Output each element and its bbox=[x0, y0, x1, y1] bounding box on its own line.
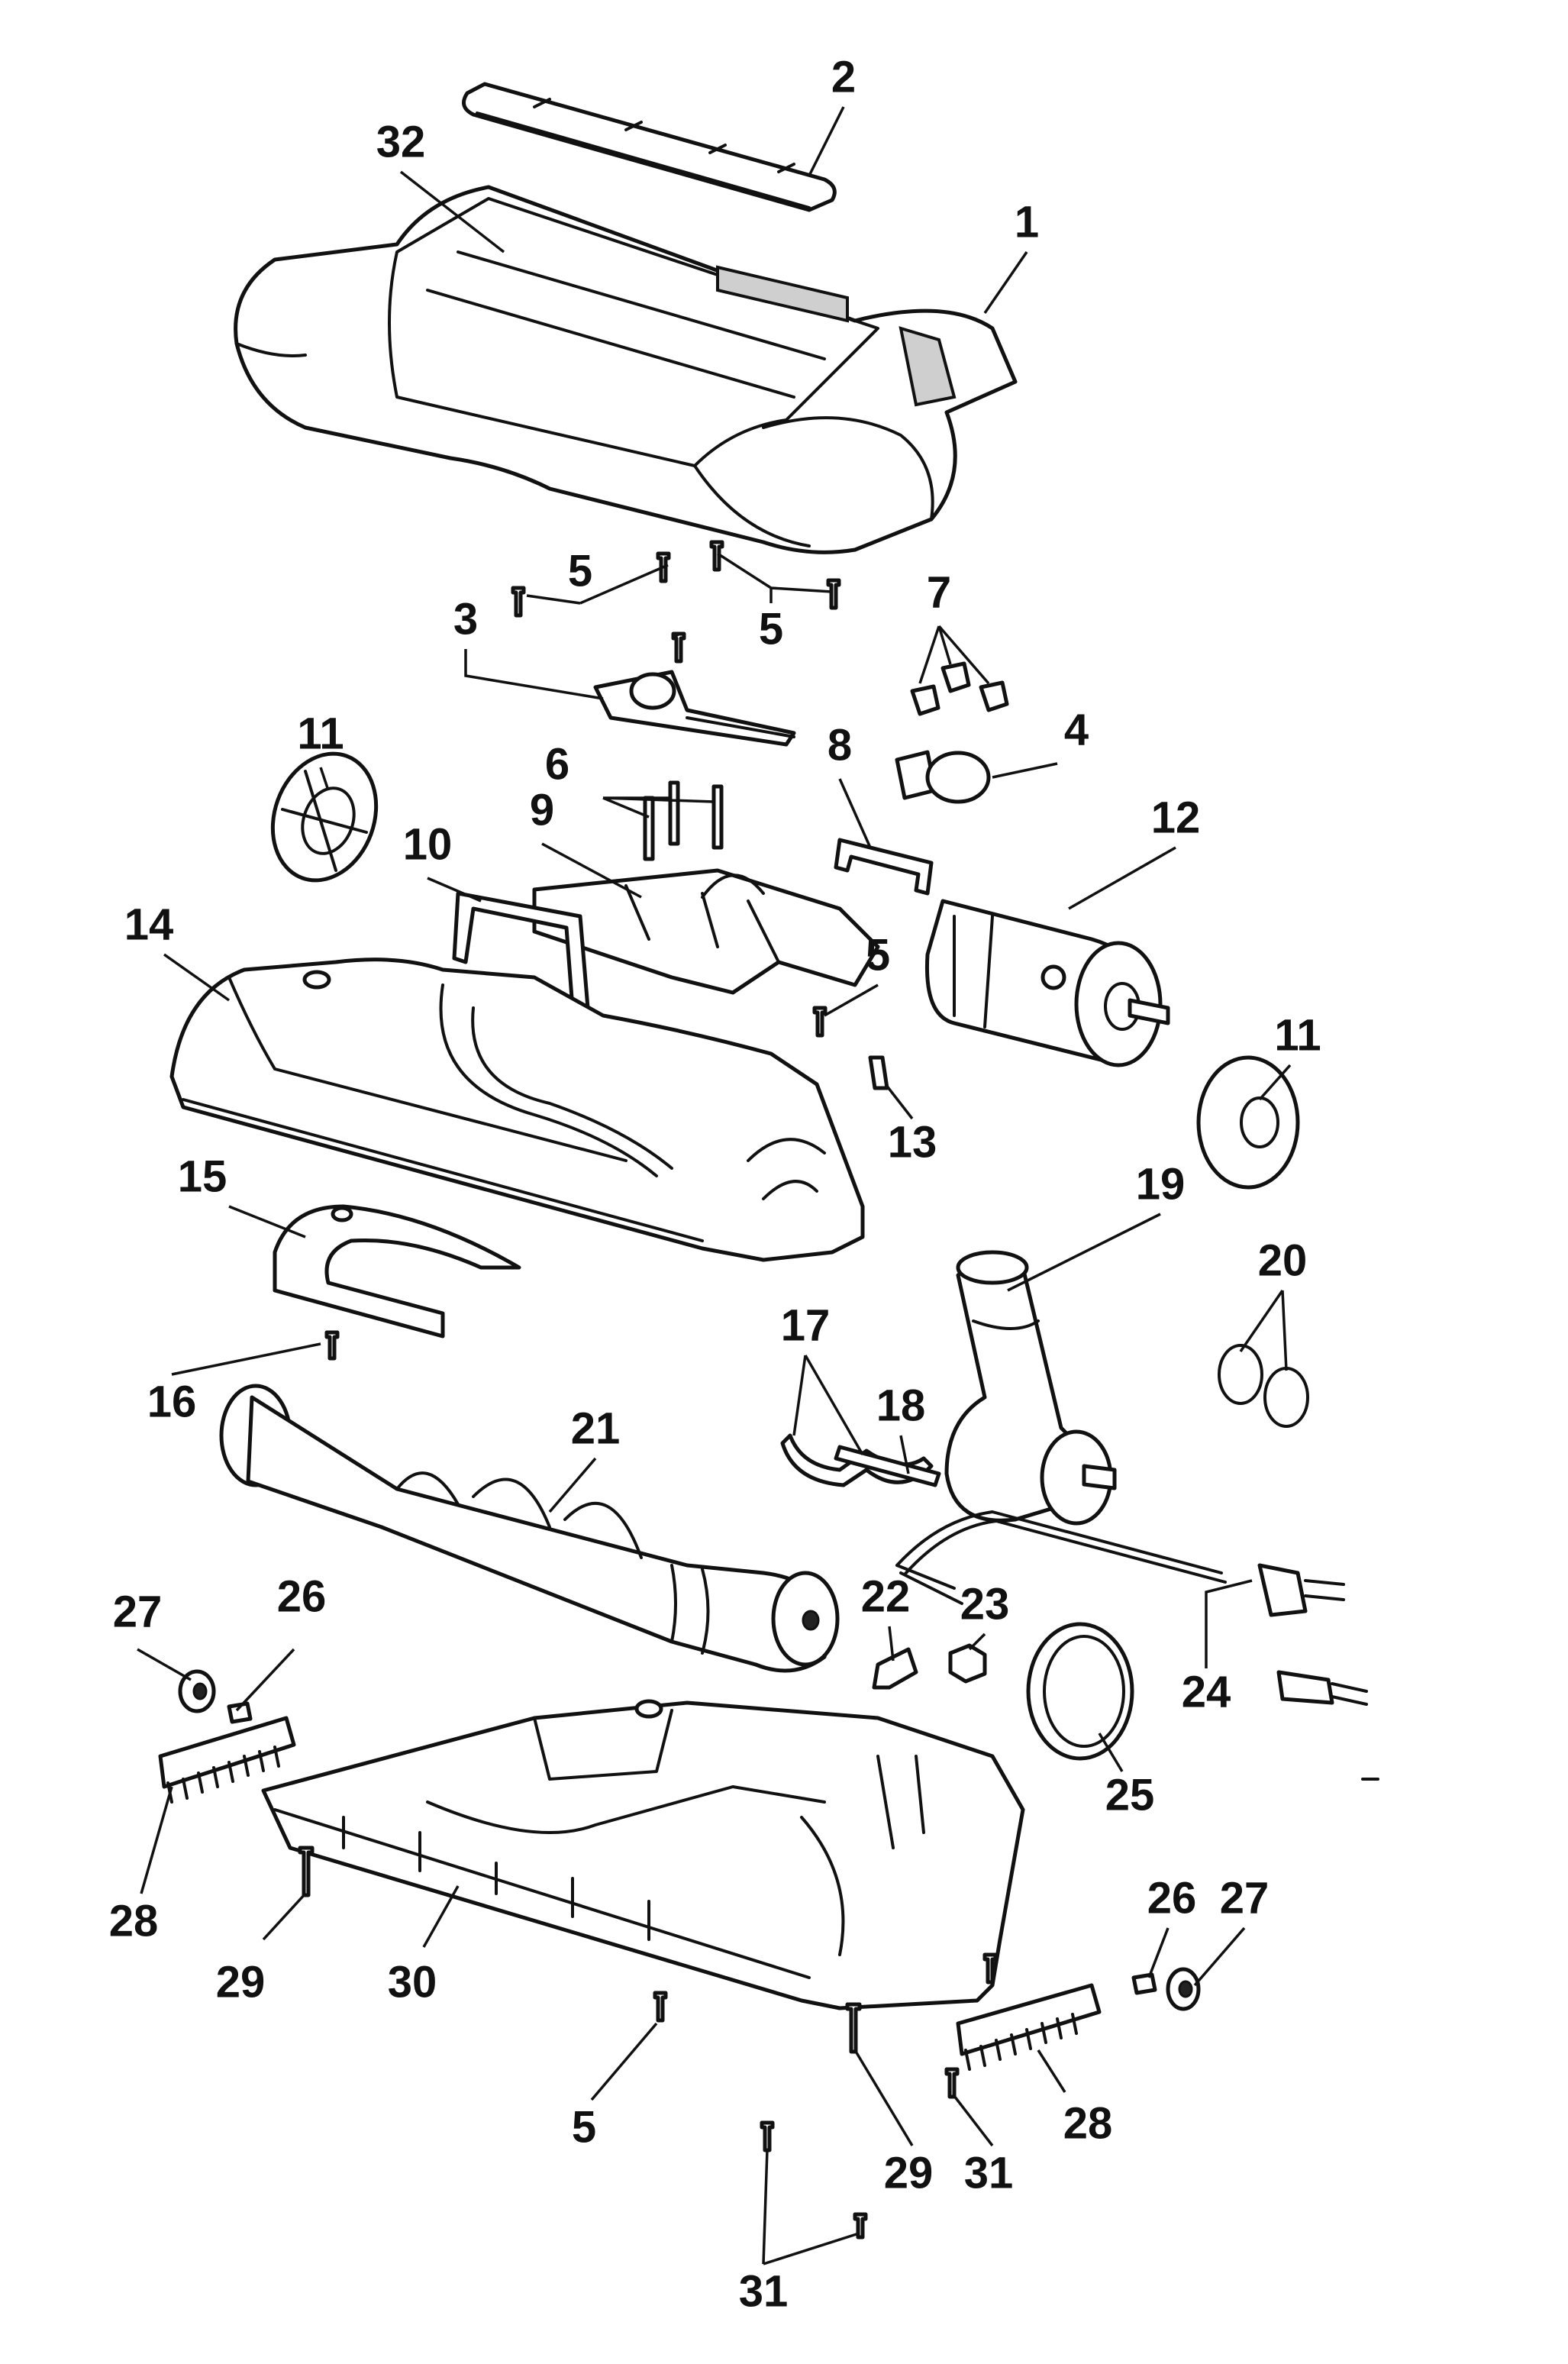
callout-7: 7 bbox=[927, 567, 951, 617]
callout-12: 12 bbox=[1151, 793, 1201, 842]
callout-13: 13 bbox=[888, 1117, 937, 1167]
part-15-belt-cover bbox=[273, 1204, 521, 1339]
leader-lines bbox=[137, 106, 1292, 2266]
screw-5-lower bbox=[653, 1991, 668, 2023]
callout-2: 2 bbox=[831, 52, 856, 102]
callout-14: 14 bbox=[124, 899, 174, 949]
part-30-base-plate bbox=[261, 1699, 1025, 2010]
part-14-base-housing bbox=[169, 958, 865, 1262]
part-27-wheel-right bbox=[1166, 1967, 1201, 2011]
part-23-nut bbox=[948, 1643, 987, 1684]
part-9-internal-chassis bbox=[532, 868, 880, 995]
callout-5: 5 bbox=[568, 546, 592, 596]
part-11-wheel-right bbox=[1196, 1055, 1300, 1190]
callout-24: 24 bbox=[1182, 1667, 1231, 1716]
callout-4: 4 bbox=[1064, 705, 1089, 754]
callout-5: 5 bbox=[572, 2102, 596, 2152]
part-22-clip bbox=[872, 1647, 918, 1690]
part-11-wheel-left bbox=[270, 751, 379, 883]
screw-5-side bbox=[982, 1952, 998, 1985]
part-13-clip bbox=[868, 1055, 889, 1090]
part-1-hood bbox=[234, 185, 1018, 554]
part-27-wheel-left bbox=[178, 1669, 216, 1713]
part-25-ring bbox=[1026, 1622, 1134, 1761]
callout-25: 25 bbox=[1105, 1770, 1155, 1820]
part-10-rail bbox=[452, 891, 590, 1010]
screws-5-upper bbox=[511, 540, 841, 664]
part-26-axle-right bbox=[1131, 1972, 1157, 1995]
callout-20: 20 bbox=[1258, 1235, 1308, 1285]
callout-15: 15 bbox=[178, 1151, 227, 1201]
callout-10: 10 bbox=[403, 819, 453, 869]
callout-32: 32 bbox=[376, 117, 426, 166]
callout-19: 19 bbox=[1136, 1159, 1186, 1209]
part-24-power-cord bbox=[895, 1510, 1368, 1706]
callout-28: 28 bbox=[109, 1896, 159, 1946]
callout-5: 5 bbox=[759, 604, 783, 654]
callout-26: 26 bbox=[277, 1571, 327, 1621]
part-21-brushroll bbox=[219, 1384, 840, 1673]
callout-3: 3 bbox=[453, 594, 478, 644]
callout-16: 16 bbox=[147, 1377, 197, 1426]
part-6-clips bbox=[643, 780, 724, 861]
callout-17: 17 bbox=[781, 1300, 831, 1350]
screw-16 bbox=[324, 1330, 340, 1361]
callout-27: 27 bbox=[1220, 1873, 1270, 1923]
part-20-clamps bbox=[1218, 1344, 1309, 1428]
callout-11: 11 bbox=[297, 709, 344, 758]
part-2-top-cap bbox=[462, 82, 837, 212]
callout-29: 29 bbox=[216, 1957, 266, 2007]
callout-labels: 2 32 1 5 5 3 7 4 11 6 8 9 12 10 14 5 11 … bbox=[109, 52, 1321, 2316]
callout-1: 1 bbox=[1015, 197, 1039, 247]
callout-8: 8 bbox=[828, 720, 852, 770]
part-12-motor bbox=[924, 899, 1170, 1067]
callout-18: 18 bbox=[876, 1381, 926, 1430]
callout-22: 22 bbox=[861, 1571, 911, 1621]
part-3-switch-assembly bbox=[593, 670, 796, 747]
screw-5-center bbox=[812, 1006, 828, 1038]
callout-27: 27 bbox=[113, 1587, 163, 1636]
callout-30: 30 bbox=[388, 1957, 437, 2007]
part-7-wire-connectors bbox=[910, 661, 1009, 716]
screw-29-left bbox=[298, 1846, 315, 1897]
callout-31: 31 bbox=[964, 2148, 1014, 2198]
callout-9: 9 bbox=[530, 785, 554, 835]
callout-5: 5 bbox=[866, 930, 890, 980]
part-28-brush-right bbox=[956, 1983, 1102, 2071]
part-8-bracket bbox=[834, 838, 934, 896]
callout-28: 28 bbox=[1063, 2098, 1113, 2148]
part-4-light-bulb bbox=[895, 750, 991, 804]
callout-26: 26 bbox=[1147, 1873, 1197, 1923]
part-19-hose-elbow bbox=[944, 1250, 1117, 1526]
callout-29: 29 bbox=[884, 2148, 934, 2198]
callout-21: 21 bbox=[571, 1403, 621, 1453]
screw-29-right bbox=[845, 2002, 862, 2054]
callout-11: 11 bbox=[1274, 1010, 1321, 1060]
callout-31: 31 bbox=[739, 2266, 789, 2316]
callout-23: 23 bbox=[960, 1579, 1010, 1629]
callout-6: 6 bbox=[545, 739, 569, 789]
